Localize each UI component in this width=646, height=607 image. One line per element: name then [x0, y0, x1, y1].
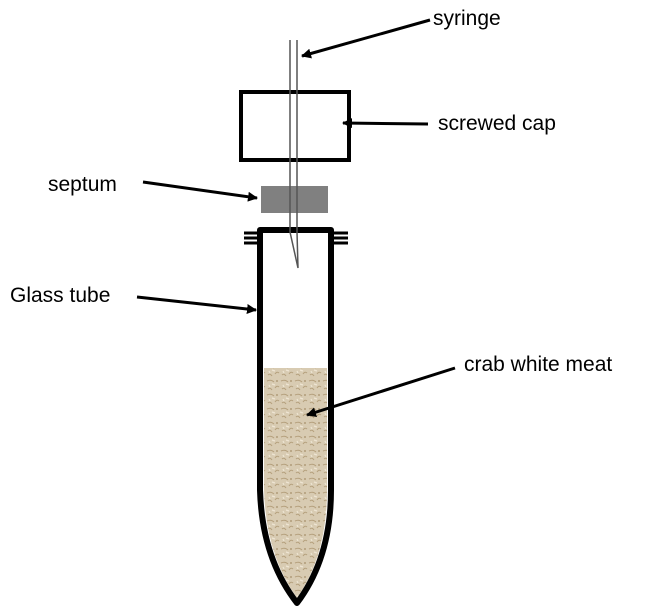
septum-label: septum	[48, 173, 117, 196]
syringe-label: syringe	[433, 7, 501, 30]
crab-white-meat-label: crab white meat	[464, 353, 612, 376]
septum-arrow	[143, 182, 257, 198]
glass-tube-label: Glass tube	[10, 284, 110, 307]
glass-tube-arrow	[137, 297, 256, 310]
tube-thread-right	[333, 233, 348, 243]
screwed-cap	[241, 92, 349, 160]
screwed-cap-arrow	[343, 123, 428, 124]
screwed-cap-label: screwed cap	[438, 112, 556, 135]
syringe-arrow	[302, 20, 430, 56]
tube-thread-left	[244, 233, 259, 243]
septum	[261, 186, 328, 213]
